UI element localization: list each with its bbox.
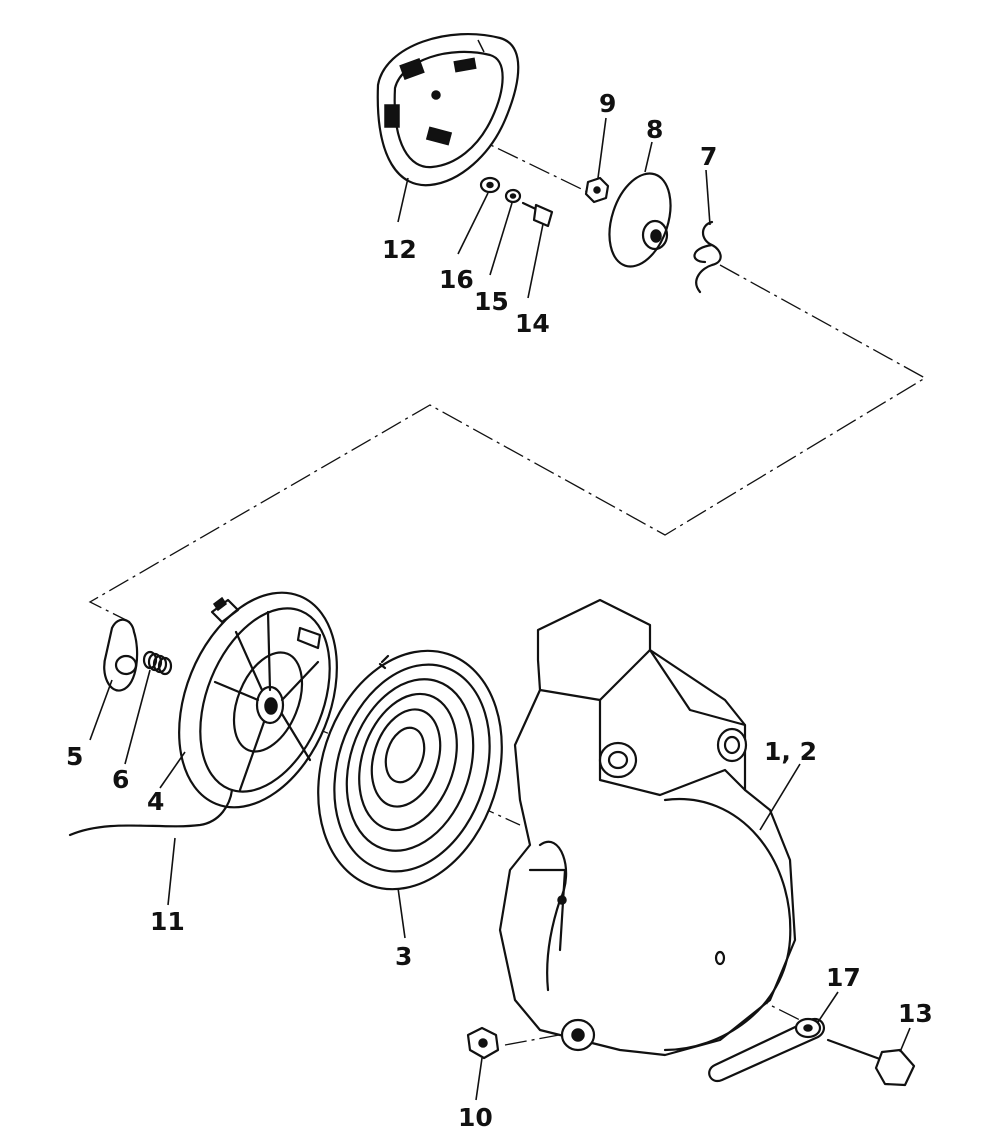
callout-labels: 1, 2 3 4 5 6 7 8 9 10 11 12 13 14 15 16 …: [66, 89, 933, 1132]
callout-17: 17: [826, 963, 861, 992]
callout-11: 11: [150, 907, 185, 936]
pawl-part: [103, 618, 139, 692]
leader-lines: [89, 117, 911, 1101]
lock-washer-part: [504, 188, 522, 204]
callout-6: 6: [112, 765, 129, 794]
starter-rope-part: [68, 788, 234, 837]
callout-9: 9: [599, 89, 616, 118]
clip-spring-part: [693, 220, 722, 294]
callout-4: 4: [147, 787, 164, 816]
recoil-spring-part: [317, 649, 503, 891]
pawl-spring-part: [142, 650, 173, 676]
starter-housing-part: [498, 598, 797, 1057]
rope-reel-part: [178, 591, 338, 809]
callout-3: 3: [395, 942, 412, 971]
callout-10: 10: [458, 1103, 493, 1132]
washer-part: [479, 176, 501, 194]
lower-nut-part: [466, 1026, 500, 1060]
callout-8: 8: [646, 115, 663, 144]
callout-1-2: 1, 2: [764, 737, 817, 766]
callout-12: 12: [382, 235, 417, 264]
callout-16: 16: [439, 265, 474, 294]
bracket-stay-part: [708, 1017, 825, 1083]
ratchet-plate-part: [608, 172, 672, 268]
pulley-cup-part: [376, 33, 520, 187]
long-bolt-part: [826, 1038, 916, 1087]
callout-7: 7: [700, 142, 717, 171]
callout-5: 5: [66, 742, 83, 771]
callout-13: 13: [898, 999, 933, 1028]
nut-part: [584, 176, 610, 204]
bolt-small-part: [521, 201, 554, 228]
callout-14: 14: [515, 309, 550, 338]
callout-15: 15: [474, 287, 509, 316]
